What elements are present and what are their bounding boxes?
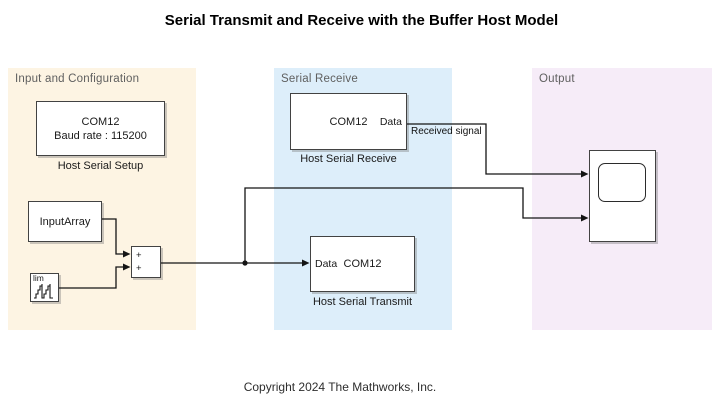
host-serial-receive-data-port: Data xyxy=(379,115,402,128)
sum-plus-port-2: + xyxy=(136,263,142,274)
region-output-label: Output xyxy=(539,73,575,85)
host-serial-setup-text: COM12 Baud rate : 115200 xyxy=(54,115,147,142)
region-receive-label: Serial Receive xyxy=(281,73,358,85)
input-array-block[interactable]: InputArray xyxy=(28,201,102,242)
host-serial-setup-block[interactable]: COM12 Baud rate : 115200 xyxy=(36,101,165,156)
host-serial-transmit-block[interactable]: COM12 Data xyxy=(310,236,415,292)
host-serial-transmit-label: Host Serial Transmit xyxy=(312,296,413,308)
received-signal-wire-label: Received signal xyxy=(411,126,482,137)
host-serial-receive-block[interactable]: COM12 Data xyxy=(290,93,407,150)
scope-block[interactable] xyxy=(589,150,656,242)
region-input-label: Input and Configuration xyxy=(15,73,140,85)
counter-limited-lim-text: lim xyxy=(33,273,44,283)
scope-screen-icon xyxy=(598,163,646,202)
host-serial-receive-label: Host Serial Receive xyxy=(300,153,397,165)
host-serial-setup-label: Host Serial Setup xyxy=(57,160,144,172)
branch-dot xyxy=(242,260,248,266)
host-serial-receive-text: COM12 xyxy=(329,115,368,128)
sum-plus-port-1: + xyxy=(136,250,142,261)
staircase-waveform-icon xyxy=(34,284,53,299)
copyright-text: Copyright 2024 The Mathworks, Inc. xyxy=(243,380,437,394)
input-array-text: InputArray xyxy=(39,215,91,228)
model-title: Serial Transmit and Receive with the Buf… xyxy=(164,12,559,29)
sum-block[interactable]: + + xyxy=(131,246,161,278)
host-serial-transmit-data-port: Data xyxy=(315,258,338,270)
counter-limited-block[interactable]: lim xyxy=(30,273,59,302)
